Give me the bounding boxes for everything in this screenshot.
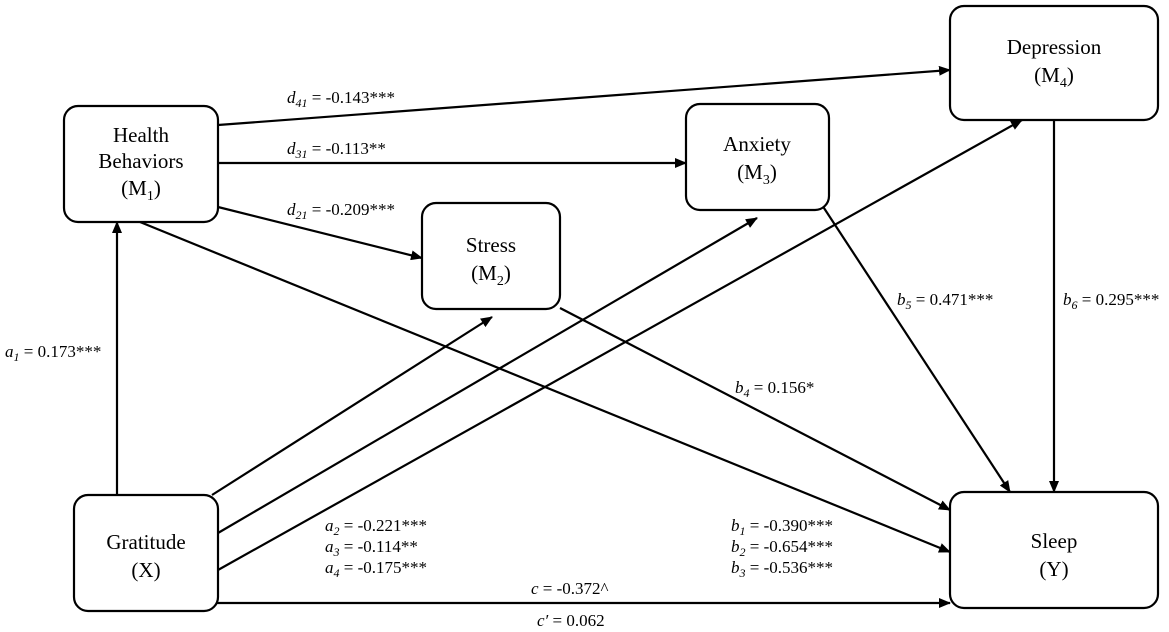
edges: [112, 65, 1059, 608]
node-sleep-code: (Y): [1039, 557, 1068, 581]
node-anxiety-code: (M3): [737, 160, 777, 188]
node-health-behaviors-line2: Behaviors: [98, 149, 183, 173]
node-gratitude: Gratitude (X): [72, 493, 220, 613]
node-gratitude-line1: Gratitude: [106, 530, 185, 554]
node-depression-line1: Depression: [1007, 35, 1102, 59]
coef-c: c = -0.372^: [531, 579, 609, 598]
edge-gratitude-to-depression: [217, 119, 1023, 571]
node-stress-line1: Stress: [466, 233, 516, 257]
coef-b6: b6 = 0.295***: [1063, 290, 1159, 312]
node-health-behaviors: Health Behaviors (M1): [62, 104, 220, 224]
edge-gratitude-to-stress: [211, 316, 493, 496]
coef-d31: d31 = -0.113**: [287, 139, 386, 161]
coef-c-prime: c′ = 0.062: [537, 611, 605, 630]
coef-a4: a4 = -0.175***: [325, 558, 427, 580]
node-anxiety: Anxiety (M3): [684, 102, 831, 212]
node-stress: Stress (M2): [420, 201, 562, 311]
coef-a1: a1 = 0.173***: [5, 342, 101, 364]
edge-stress-to-sleep: [559, 307, 951, 511]
coef-b1: b1 = -0.390***: [731, 516, 833, 538]
coef-a3: a3 = -0.114**: [325, 537, 418, 559]
coef-b5: b5 = 0.471***: [897, 290, 993, 312]
node-gratitude-code: (X): [131, 558, 160, 582]
edge-anxiety-to-sleep: [821, 204, 1011, 493]
node-sleep: Sleep (Y): [948, 490, 1160, 610]
node-depression-code: (M4): [1034, 63, 1074, 91]
coef-b2: b2 = -0.654***: [731, 537, 833, 559]
edge-gratitude-to-anxiety: [217, 217, 758, 534]
coef-a2: a2 = -0.221***: [325, 516, 427, 538]
coef-b4: b4 = 0.156*: [735, 378, 814, 400]
coef-d21: d21 = -0.209***: [287, 200, 395, 222]
node-stress-code: (M2): [471, 261, 511, 289]
node-health-behaviors-line1: Health: [113, 123, 169, 147]
coef-d41: d41 = -0.143***: [287, 88, 395, 110]
node-anxiety-line1: Anxiety: [723, 132, 791, 156]
node-depression: Depression (M4): [948, 4, 1160, 122]
edge-health-to-stress: [217, 205, 423, 261]
node-sleep-line1: Sleep: [1031, 529, 1078, 553]
coef-b3: b3 = -0.536***: [731, 558, 833, 580]
edge-health-to-depression: [217, 65, 951, 127]
node-health-behaviors-code: (M1): [121, 176, 161, 204]
